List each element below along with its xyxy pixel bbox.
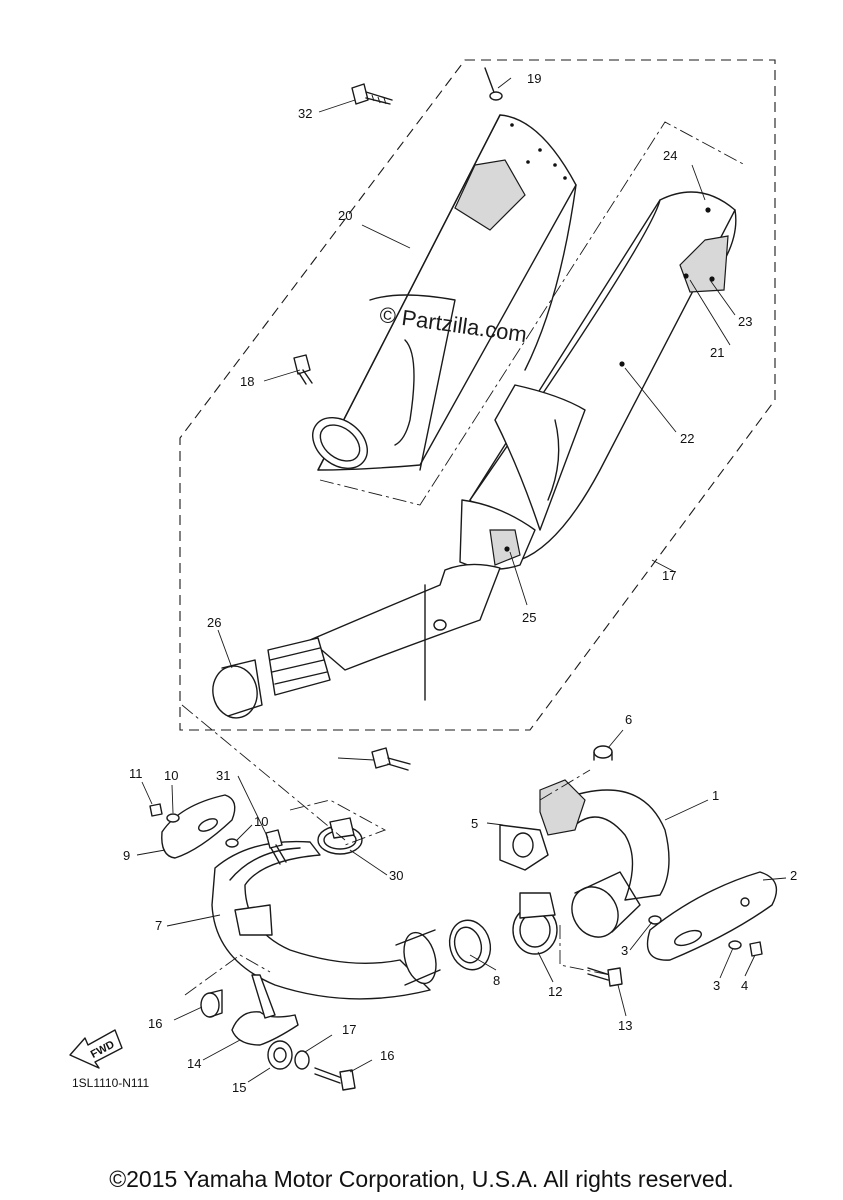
part-20-bolt: [293, 354, 313, 385]
callout-31: 32: [298, 106, 312, 121]
part-28-gasket: [212, 659, 263, 719]
part-24-muffler: [267, 191, 737, 701]
callout-24: 22: [680, 431, 694, 446]
callout-17: 17: [342, 1022, 356, 1037]
callout-13: 13: [618, 1018, 632, 1033]
callout-18: 16: [148, 1016, 162, 1031]
part-16-bolt: [314, 1067, 356, 1091]
cover-outline-line: [319, 121, 746, 506]
callout-3a: 3: [621, 943, 628, 958]
part-14-bracket: [231, 974, 299, 1046]
part-5-gasket: [499, 824, 549, 871]
assembly-line-lower-b: [289, 799, 387, 846]
callout-9: 9: [123, 848, 130, 863]
part-4-bolt: [749, 941, 763, 957]
callout-19: 17: [662, 568, 676, 583]
callout-25: 23: [738, 314, 752, 329]
callout-22: 20: [338, 208, 352, 223]
part-29-clamp: [317, 817, 363, 855]
callout-29: 30: [389, 868, 403, 883]
part-30-bolt: [265, 829, 287, 865]
part-10-washer-a: [166, 813, 180, 823]
part-12-clamp: [512, 892, 558, 955]
part-31-bolt: [351, 83, 393, 105]
part-11-bolt: [149, 803, 163, 817]
callout-23: 21: [710, 345, 724, 360]
callout-1: 1: [712, 788, 719, 803]
assembly-line-lower-c: [184, 954, 271, 996]
callout-7: 7: [155, 918, 162, 933]
callout-11: 11: [129, 766, 143, 781]
part-7-exhaust-pipe: [211, 840, 441, 1000]
callout-6: 6: [625, 712, 632, 727]
callout-14: 14: [187, 1056, 201, 1071]
callout-27: 25: [522, 610, 536, 625]
copyright-notice: ©2015 Yamaha Motor Corporation, U.S.A. A…: [109, 1166, 734, 1192]
callout-labels: 32 19 20 18 24 23 21 22 17 25 26 6 1 2 5…: [123, 71, 797, 1095]
callout-15: 15: [232, 1080, 246, 1095]
muffler-assembly-boundary: [179, 59, 776, 731]
callout-12: 12: [548, 984, 562, 999]
fwd-arrow-icon: FWD: [69, 1029, 123, 1069]
leader-lines: [136, 77, 787, 1083]
part-9-protector: [161, 794, 236, 859]
callout-5: 5: [471, 816, 478, 831]
part-13-bolt: [587, 967, 623, 987]
part-10-washer-b: [225, 838, 239, 848]
callout-26: 24: [663, 148, 677, 163]
assembly-line-lower-a: [181, 704, 346, 841]
part-22-muffler-cover: [312, 114, 577, 471]
callout-3b: 3: [713, 978, 720, 993]
callout-10b: 10: [254, 814, 268, 829]
callout-21: 19: [527, 71, 541, 86]
callout-30: 31: [216, 768, 230, 783]
callout-16: 16: [380, 1048, 394, 1063]
part-2-heat-protector: [646, 871, 778, 961]
assembly-line-lower-d: [559, 925, 611, 976]
part-15-damper: [267, 1040, 293, 1070]
part-3-washer-b: [728, 940, 742, 950]
callout-4: 4: [741, 978, 748, 993]
part-21-clip: [484, 67, 503, 101]
part-1-header-pipe: [539, 779, 670, 938]
part-32-bolt: [371, 747, 411, 771]
assembly-line-lower-e: [539, 769, 591, 801]
part-8-gasket: [448, 919, 492, 971]
callout-20: 18: [240, 374, 254, 389]
callout-10a: 10: [164, 768, 178, 783]
callout-28: 26: [207, 615, 221, 630]
callout-8: 8: [493, 973, 500, 988]
part-18-collar: [200, 989, 223, 1018]
part-6-nut: [593, 745, 613, 761]
callout-2: 2: [790, 868, 797, 883]
diagram-code: 1SL1110-N111: [72, 1076, 149, 1090]
part-17-washer: [294, 1050, 310, 1070]
